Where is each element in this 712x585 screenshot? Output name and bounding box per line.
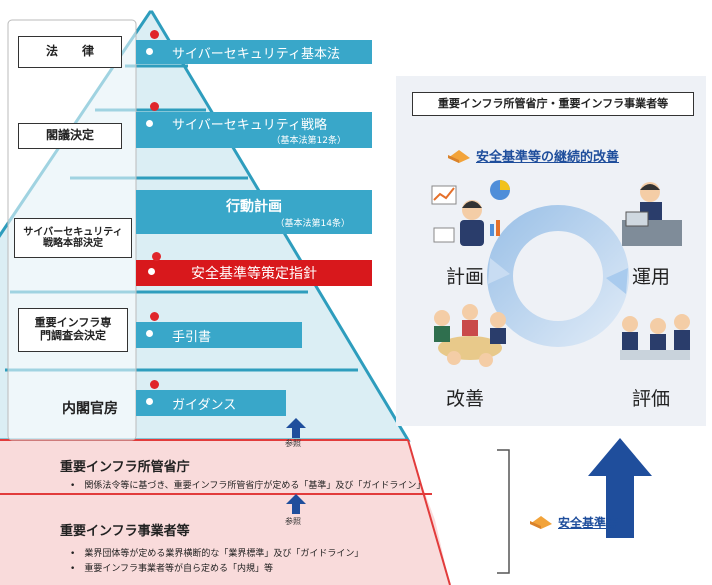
reference-arrow-icon [286,494,306,514]
stage-label-evaluation: 評価 [632,388,671,410]
book-icon [530,516,552,529]
bar-label: サイバーセキュリティ基本法 [172,46,340,62]
safety-standards-link[interactable]: 安全基準等 [558,516,619,530]
evaluation-illustration-icon [620,314,690,360]
cycle-header: 重要インフラ所管省庁・重要インフラ事業者等 [412,92,694,116]
pin-dot [146,398,153,405]
bar-cybersecurity-strategy: サイバーセキュリティ戦略 （基本法第12条） [136,112,372,148]
operators-bullet-text: 重要インフラ事業者等が自ら定める「内規」等 [84,564,274,574]
bar-sublabel: （基本法第14条） [275,218,350,229]
pushpin-icon [150,312,159,321]
pin-dot [146,48,153,55]
ministry-title: 重要インフラ所管省庁 [60,460,190,475]
bar-safety-standard-guideline: 安全基準等策定指針 [136,260,372,286]
operators-title: 重要インフラ事業者等 [60,524,190,539]
cycle-subtitle: 安全基準等の継続的改善 [476,150,620,165]
bullet-dot: • [70,564,85,574]
cycle-ring-graphic [487,205,629,347]
level-label-cabinet-secretariat: 内閣官房 [62,401,118,417]
operation-illustration-icon [622,182,682,246]
big-up-arrow-icon [588,438,652,538]
stage-label-improvement: 改善 [446,388,485,410]
level-label-law: 法 律 [18,36,122,68]
reference-label: 参照 [285,517,301,526]
bar-cybersecurity-basic-act: サイバーセキュリティ基本法 [136,40,372,64]
bar-handbook: 手引書 [136,322,302,348]
level-label-hq-decision: サイバーセキュリティ 戦略本部決定 [14,218,132,258]
pin-dot [146,330,153,337]
book-icon [448,150,470,163]
stage-label-plan: 計画 [446,266,485,288]
bar-label: 手引書 [172,329,212,345]
bracket-line [497,449,510,574]
pin-dot [146,120,153,127]
bar-action-plan: 行動計画 （基本法第14条） [136,190,372,234]
bar-label: ガイダンス [172,397,237,413]
pushpin-icon [150,30,159,39]
pushpin-icon [150,380,159,389]
operators-bullet: • 重要インフラ事業者等が自ら定める「内規」等 [70,561,273,574]
bar-label: サイバーセキュリティ戦略 [172,118,327,133]
bullet-dot: • [70,481,85,491]
plan-illustration-icon [431,180,510,246]
bar-label: 安全基準等策定指針 [191,266,317,282]
ministry-bullet: • 関係法令等に基づき、重要インフラ所管省庁が定める「基準」及び「ガイドライン」 [70,478,425,491]
improve-illustration-icon [434,304,506,367]
pin-dot [148,268,155,275]
operators-bullet: • 業界団体等が定める業界横断的な「業界標準」及び「ガイドライン」 [70,546,363,559]
reference-arrow-icon [286,418,306,438]
stage-label-operation: 運用 [632,266,671,288]
reference-label: 参照 [285,439,301,448]
bullet-dot: • [70,549,85,559]
cycle-panel [396,76,706,426]
operators-bullet-text: 業界団体等が定める業界横断的な「業界標準」及び「ガイドライン」 [84,549,364,559]
bar-sublabel: （基本法第12条） [271,136,346,146]
level-label-expert-committee: 重要インフラ専 門調査会決定 [18,308,128,352]
ministry-bullet-text: 関係法令等に基づき、重要インフラ所管省庁が定める「基準」及び「ガイドライン」 [84,481,426,491]
pushpin-icon [152,252,161,261]
bar-label: 行動計画 [226,198,282,215]
pushpin-icon [150,102,159,111]
level-label-cabinet-decision: 閣議決定 [18,123,122,149]
bar-guidance: ガイダンス [136,390,286,416]
